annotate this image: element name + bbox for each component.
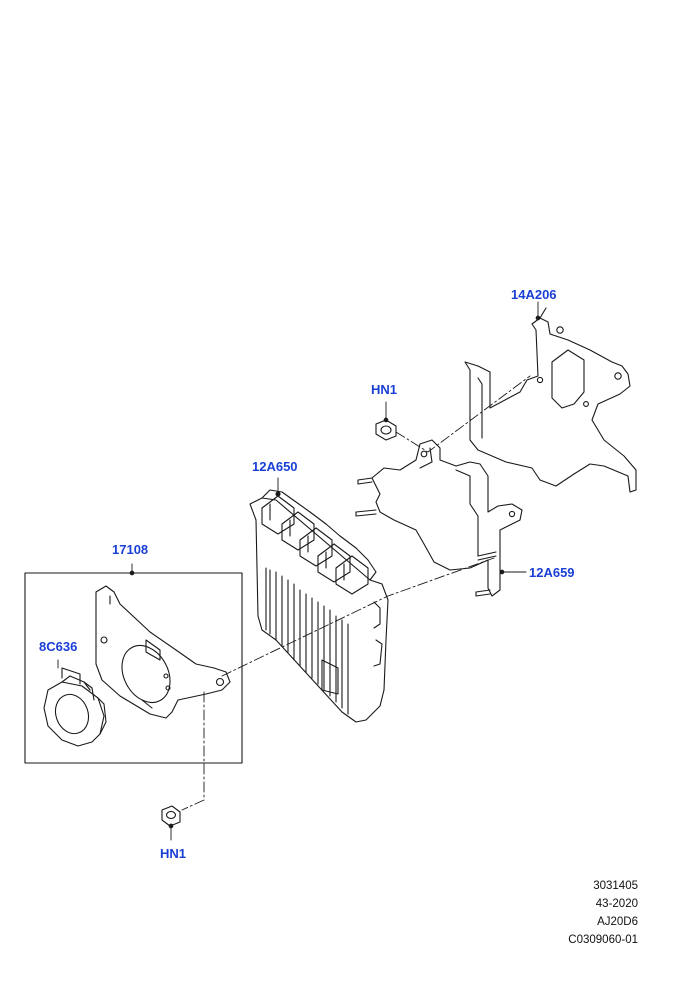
callout-12a650: 12A650 — [252, 459, 298, 474]
callout-hn1-lower: HN1 — [160, 846, 187, 861]
alignment-lines — [181, 375, 531, 811]
nut-lower — [161, 805, 181, 841]
callout-8c636: 8C636 — [39, 639, 78, 654]
sensor-8c636 — [43, 659, 107, 747]
reference-line-2: 43-2020 — [595, 898, 638, 910]
nut-upper — [375, 401, 397, 441]
assembly-frame — [24, 563, 243, 764]
reference-line-3: AJ20D6 — [597, 916, 638, 928]
engine-control-module — [249, 477, 389, 723]
reference-line-4: C0309060-01 — [568, 934, 638, 946]
lower-mounting-bracket — [355, 439, 527, 597]
upper-mounting-bracket — [464, 307, 637, 493]
callout-14a206: 14A206 — [511, 287, 557, 302]
callout-12a659: 12A659 — [529, 565, 575, 580]
reference-line-1: 3031405 — [593, 880, 638, 892]
callout-17108: 17108 — [112, 542, 149, 557]
callout-hn1-upper: HN1 — [371, 382, 398, 397]
sensor-mounting-plate — [95, 585, 231, 719]
